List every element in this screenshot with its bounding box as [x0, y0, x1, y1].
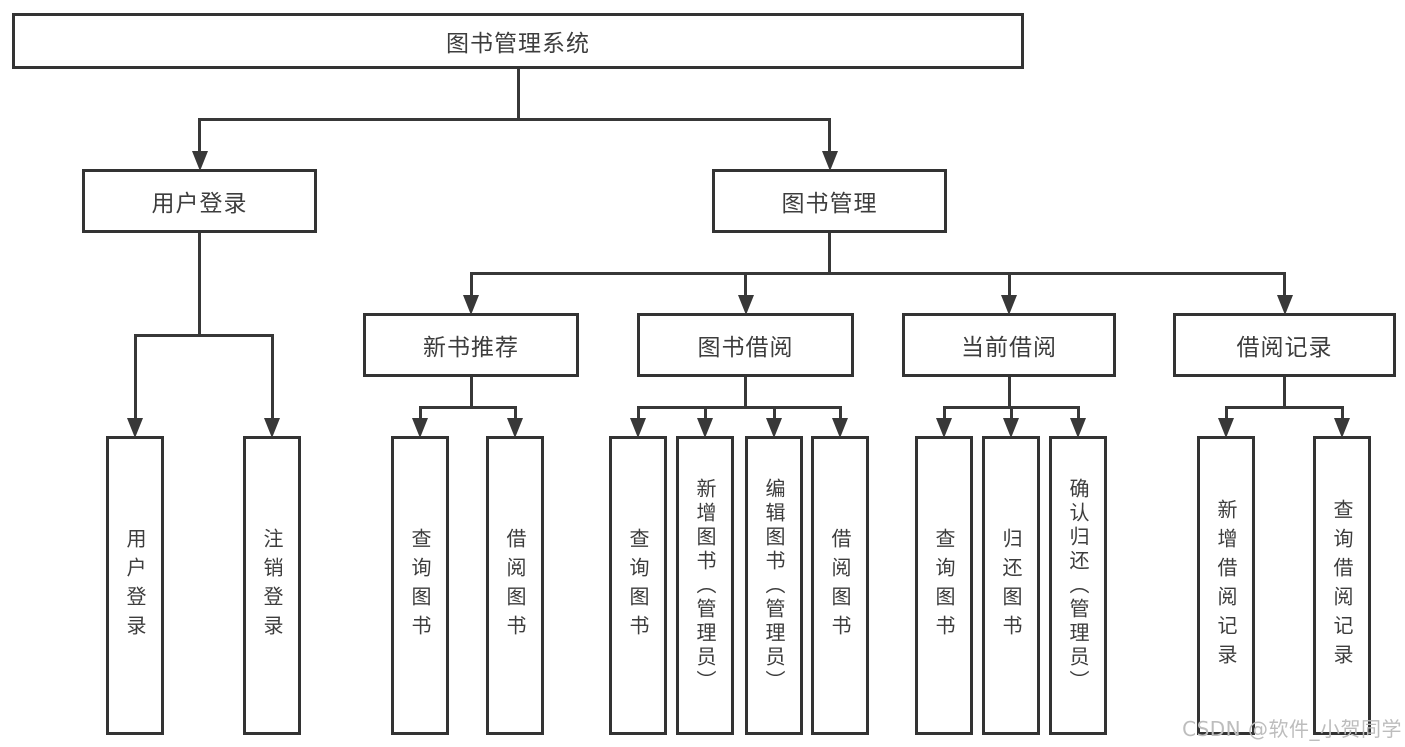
- connector-arrowhead-leaf-query-book-2: [630, 418, 646, 438]
- connector-arrowhead-user-login: [191, 151, 208, 171]
- node-leaf-return-book: 归还图书: [982, 436, 1040, 735]
- connector-drop-leaf-user-login: [133, 335, 137, 432]
- connector-bar-book-borrow: [636, 405, 842, 409]
- connector-bar-root: [198, 117, 831, 121]
- connector-bar-user-login: [133, 333, 274, 337]
- connector-arrowhead-leaf-return-book: [1003, 418, 1019, 438]
- node-leaf-edit-book: 编辑图书（管理员）: [745, 436, 803, 735]
- node-book-borrow: 图书借阅: [637, 313, 854, 377]
- node-leaf-user-login: 用户登录: [106, 436, 164, 735]
- connector-drop-borrow-records: [1283, 273, 1286, 309]
- connector-arrowhead-book-borrow: [737, 295, 754, 315]
- node-book-mgmt: 图书管理: [712, 169, 947, 233]
- connector-arrowhead-new-book-rec: [463, 295, 479, 315]
- node-leaf-add-book: 新增图书（管理员）: [676, 436, 734, 735]
- node-leaf-borrow-book-1: 借阅图书: [486, 436, 544, 735]
- connector-stem-current-borrow: [1007, 376, 1011, 409]
- connector-arrowhead-leaf-edit-book: [766, 418, 782, 438]
- node-leaf-query-book-3: 查询图书: [915, 436, 973, 735]
- connector-drop-new-book-rec: [469, 273, 473, 309]
- node-new-book-rec: 新书推荐: [363, 313, 579, 377]
- connector-stem-borrow-records: [1283, 376, 1286, 409]
- connector-arrowhead-leaf-borrow-book-1: [507, 418, 523, 438]
- connector-arrowhead-leaf-query-book-1: [412, 418, 428, 438]
- connector-bar-book-mgmt: [469, 271, 1286, 275]
- connector-bar-borrow-records: [1224, 405, 1344, 409]
- connector-arrowhead-current-borrow: [1001, 295, 1017, 315]
- node-leaf-query-borrow-record: 查询借阅记录: [1313, 436, 1371, 735]
- connector-drop-user-login: [198, 119, 201, 165]
- connector-arrowhead-book-mgmt: [821, 151, 838, 171]
- connector-arrowhead-leaf-add-borrow-record: [1218, 418, 1234, 438]
- connector-drop-book-mgmt: [828, 119, 831, 165]
- connector-stem-new-book-rec: [469, 376, 473, 409]
- connector-drop-leaf-logout: [270, 335, 274, 432]
- connector-arrowhead-leaf-user-login: [127, 418, 143, 438]
- connector-arrowhead-leaf-logout: [264, 418, 280, 438]
- connector-drop-book-borrow: [744, 273, 747, 309]
- connector-arrowhead-leaf-query-borrow-record: [1334, 418, 1350, 438]
- node-borrow-records: 借阅记录: [1173, 313, 1396, 377]
- node-current-borrow: 当前借阅: [902, 313, 1116, 377]
- connector-drop-current-borrow: [1007, 273, 1011, 309]
- node-leaf-confirm-return: 确认归还（管理员）: [1049, 436, 1107, 735]
- node-user-login: 用户登录: [82, 169, 317, 233]
- connector-arrowhead-leaf-add-book: [697, 418, 713, 438]
- connector-stem-root: [516, 68, 520, 121]
- node-leaf-query-book-2: 查询图书: [609, 436, 667, 735]
- connector-arrowhead-leaf-confirm-return: [1070, 418, 1086, 438]
- node-leaf-query-book-1: 查询图书: [391, 436, 449, 735]
- connector-arrowhead-borrow-records: [1276, 295, 1293, 315]
- connector-stem-user-login: [198, 232, 201, 337]
- connector-stem-book-borrow: [744, 376, 747, 409]
- node-root: 图书管理系统: [12, 13, 1024, 69]
- node-leaf-add-borrow-record: 新增借阅记录: [1197, 436, 1255, 735]
- watermark: CSDN @软件_小贺同学: [1182, 717, 1402, 741]
- node-leaf-logout: 注销登录: [243, 436, 301, 735]
- node-leaf-borrow-book-2: 借阅图书: [811, 436, 869, 735]
- connector-stem-book-mgmt: [828, 232, 831, 275]
- connector-arrowhead-leaf-query-book-3: [936, 418, 952, 438]
- connector-arrowhead-leaf-borrow-book-2: [832, 418, 848, 438]
- connector-bar-new-book-rec: [418, 405, 517, 409]
